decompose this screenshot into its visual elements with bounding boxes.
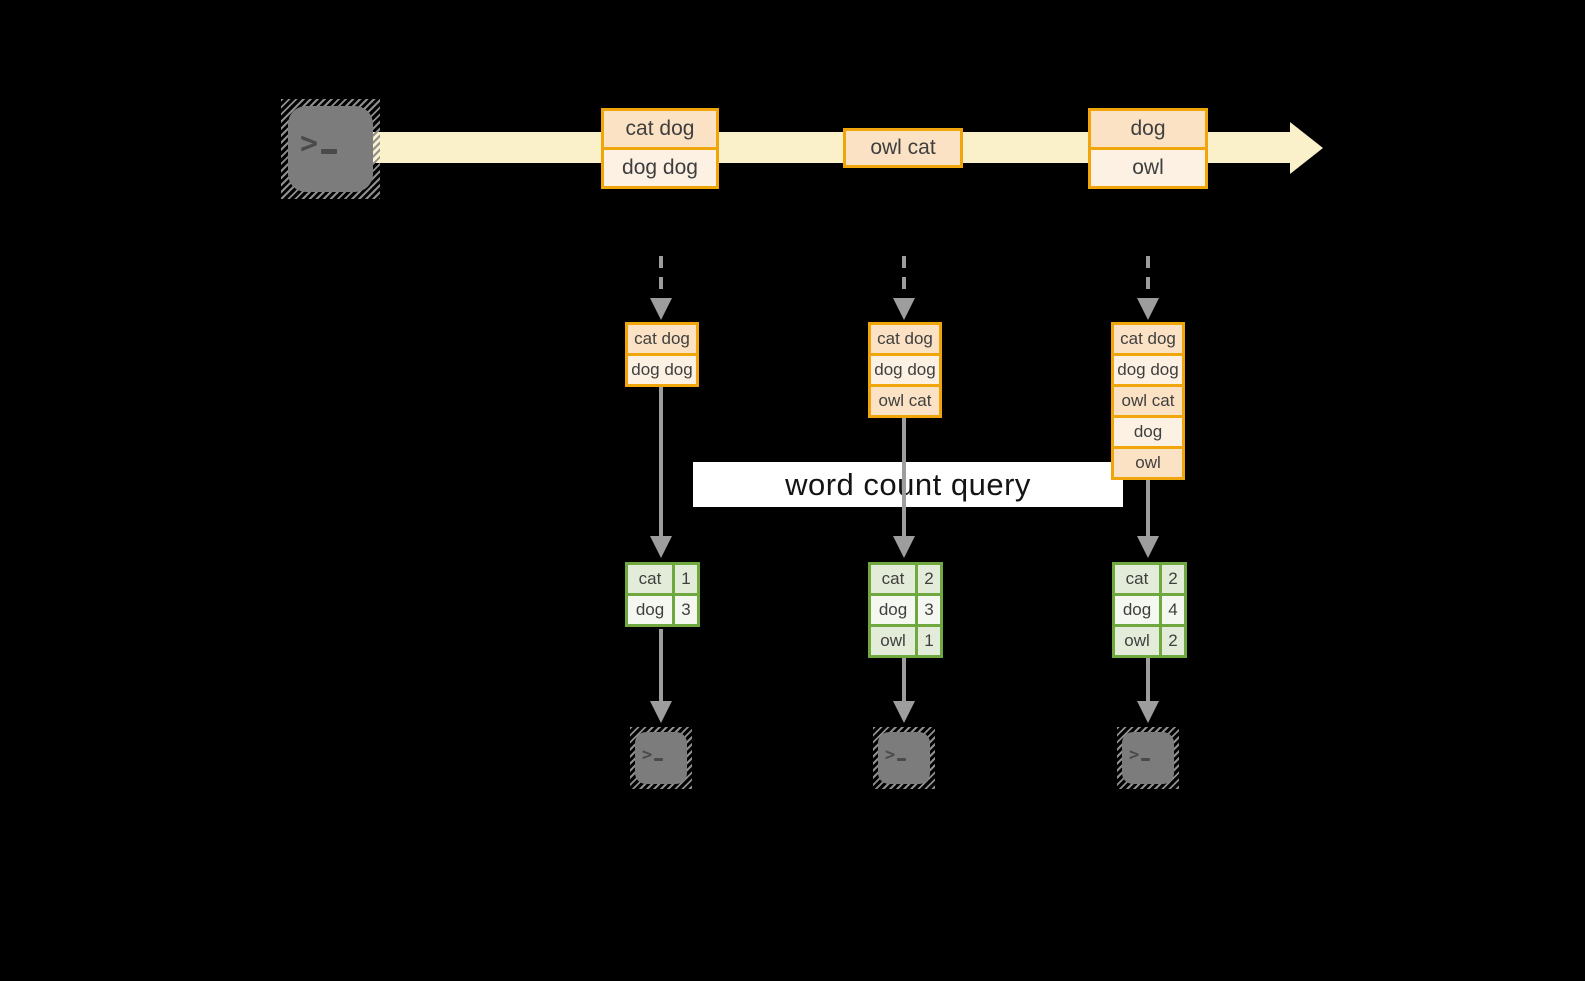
arrow-head: [893, 701, 915, 723]
state-line: dog dog: [628, 353, 696, 384]
count-cell: 2: [1162, 627, 1184, 655]
result-table-1: cat 1 dog 3: [625, 562, 700, 627]
state-log-box-2: cat dog dog dog owl cat: [868, 322, 942, 418]
word-cell: owl: [871, 627, 915, 655]
word-cell: cat: [871, 565, 915, 593]
word-cell: dog: [628, 596, 672, 624]
terminal-underscore-icon: [321, 148, 338, 154]
arrow-line: [659, 629, 663, 701]
arrow-line: [902, 418, 906, 536]
stream-arrow-head: [1290, 122, 1323, 174]
arrow-line: [1146, 657, 1150, 701]
state-line: owl: [1114, 446, 1182, 477]
word-cell: dog: [1115, 596, 1159, 624]
event-line: dog dog: [604, 147, 716, 186]
dashed-arrow-line: [659, 256, 663, 300]
word-cell: owl: [1115, 627, 1159, 655]
count-cell: 2: [1162, 565, 1184, 593]
state-line: cat dog: [871, 325, 939, 353]
word-cell: dog: [871, 596, 915, 624]
count-cell: 3: [918, 596, 940, 624]
dashed-arrow-line: [1146, 256, 1150, 300]
dashed-arrow-head: [650, 298, 672, 320]
arrow-head: [1137, 701, 1159, 723]
terminal-body: >: [288, 106, 373, 192]
stream-event-box-1: cat dog dog dog: [601, 108, 719, 189]
query-label: word count query: [785, 466, 1031, 502]
terminal-prompt-icon: >: [300, 125, 338, 161]
arrow-line: [902, 657, 906, 701]
event-line: dog: [1091, 111, 1205, 147]
arrow-head: [650, 701, 672, 723]
word-cell: cat: [1115, 565, 1159, 593]
terminal-body: >: [635, 732, 687, 784]
source-terminal-icon: >: [281, 99, 380, 199]
state-line: dog: [1114, 415, 1182, 446]
dashed-arrow-line: [902, 256, 906, 300]
state-log-box-1: cat dog dog dog: [625, 322, 699, 387]
terminal-body: >: [1122, 732, 1174, 784]
dashed-arrow-head: [893, 298, 915, 320]
state-line: owl cat: [1114, 384, 1182, 415]
arrow-line: [1146, 480, 1150, 536]
terminal-underscore-icon: [897, 757, 907, 761]
prompt-char: >: [1129, 744, 1140, 765]
sink-terminal-icon-2: >: [873, 727, 935, 789]
state-line: dog dog: [1114, 353, 1182, 384]
query-label-band: word count query: [693, 462, 1123, 507]
terminal-underscore-icon: [1141, 757, 1151, 761]
terminal-body: >: [878, 732, 930, 784]
terminal-underscore-icon: [654, 757, 664, 761]
count-cell: 4: [1162, 596, 1184, 624]
count-cell: 3: [675, 596, 697, 624]
result-table-3: cat 2 dog 4 owl 2: [1112, 562, 1187, 658]
stream-event-box-3: dog owl: [1088, 108, 1208, 189]
sink-terminal-icon-1: >: [630, 727, 692, 789]
state-line: dog dog: [871, 353, 939, 384]
prompt-char: >: [885, 744, 896, 765]
state-log-box-3: cat dog dog dog owl cat dog owl: [1111, 322, 1185, 480]
state-line: owl cat: [871, 384, 939, 415]
sink-terminal-icon-3: >: [1117, 727, 1179, 789]
arrow-head: [1137, 536, 1159, 558]
arrow-head: [893, 536, 915, 558]
result-table-2: cat 2 dog 3 owl 1: [868, 562, 943, 658]
count-cell: 2: [918, 565, 940, 593]
count-cell: 1: [675, 565, 697, 593]
event-line: cat dog: [604, 111, 716, 147]
terminal-prompt-icon: >: [642, 744, 664, 765]
count-cell: 1: [918, 627, 940, 655]
event-line: owl: [1091, 147, 1205, 186]
prompt-char: >: [642, 744, 653, 765]
state-line: cat dog: [1114, 325, 1182, 353]
arrow-line: [659, 387, 663, 536]
arrow-head: [650, 536, 672, 558]
terminal-prompt-icon: >: [1129, 744, 1151, 765]
stream-event-box-2: owl cat: [843, 128, 963, 168]
terminal-prompt-icon: >: [885, 744, 907, 765]
word-cell: cat: [628, 565, 672, 593]
prompt-char: >: [300, 125, 319, 161]
event-line: owl cat: [846, 131, 960, 165]
dashed-arrow-head: [1137, 298, 1159, 320]
state-line: cat dog: [628, 325, 696, 353]
